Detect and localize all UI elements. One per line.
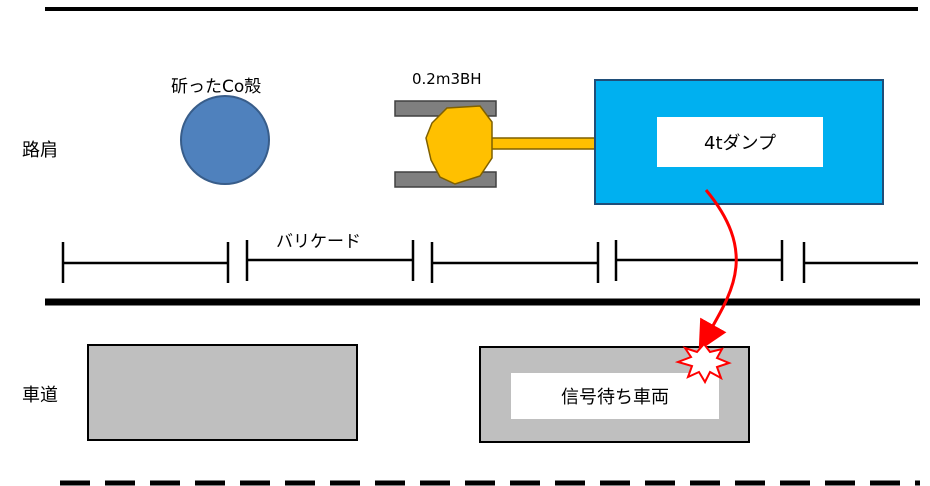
dump-truck-label-box bbox=[657, 117, 823, 167]
backhoe-label: 0.2m3BH bbox=[412, 70, 482, 88]
barricade-3 bbox=[430, 242, 600, 283]
barricade-4 bbox=[614, 240, 784, 281]
dump-truck-label: 4tダンプ bbox=[704, 133, 776, 154]
concrete-debris-label: 斫ったCo殻 bbox=[171, 77, 261, 97]
collision-burst-icon bbox=[674, 342, 732, 385]
barricade-label: バリケード bbox=[276, 232, 361, 252]
waiting-vehicle-label: 信号待ち車両 bbox=[561, 387, 669, 408]
roadway-label: 車道 bbox=[22, 385, 58, 406]
collision-arrow bbox=[698, 189, 738, 352]
barricade-1 bbox=[61, 242, 230, 283]
concrete-debris-circle bbox=[180, 95, 270, 185]
barricade-2 bbox=[245, 240, 415, 281]
barricade-row bbox=[61, 240, 918, 283]
waiting-vehicle-label-box bbox=[511, 373, 719, 419]
vehicle-box-1 bbox=[87, 344, 358, 441]
shoulder-label: 路肩 bbox=[22, 140, 58, 161]
barricade-5 bbox=[802, 242, 918, 283]
